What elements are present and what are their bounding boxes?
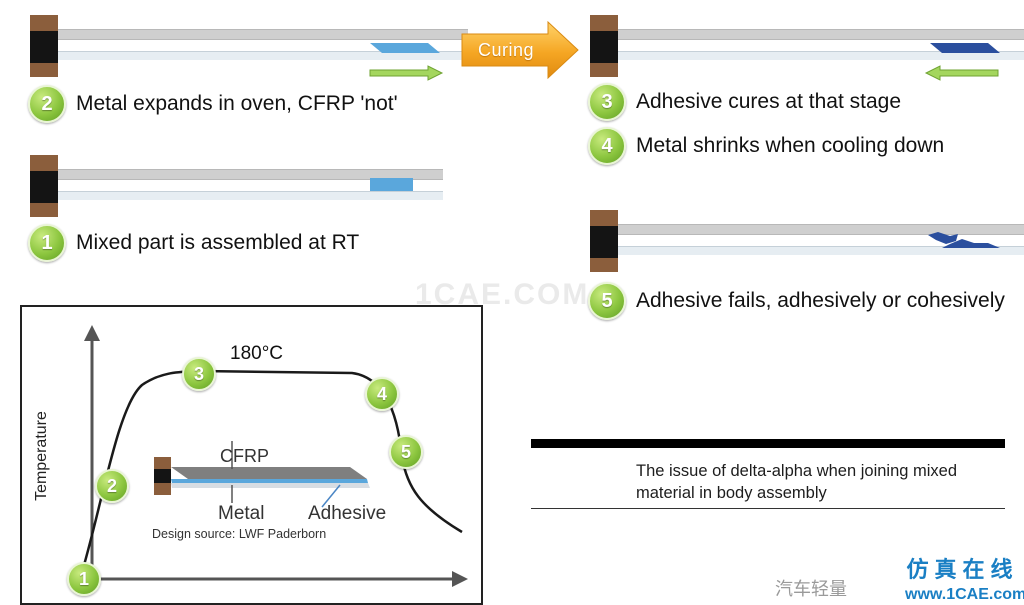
account-name: 汽车轻量 — [775, 579, 847, 600]
caption-bar — [531, 439, 1005, 448]
site-logo: 仿真在线 www.1CAE.com — [905, 552, 1024, 604]
curve-point-5: 5 — [389, 435, 423, 469]
caption-rule — [531, 508, 1005, 509]
inset-metal-sheet — [171, 483, 370, 488]
adhesive-leader — [321, 484, 341, 508]
y-axis-arrow-icon — [84, 325, 100, 341]
step-2-text: Metal expands in oven, CFRP 'not' — [76, 92, 398, 115]
step-5-badge: 5 — [588, 282, 626, 320]
inset-adhesive — [171, 479, 368, 483]
step-5-text: Adhesive fails, adhesively or cohesively — [636, 289, 1005, 312]
curing-arrow-icon — [461, 20, 579, 80]
step-4-text: Metal shrinks when cooling down — [636, 134, 945, 157]
curve-point-4: 4 — [365, 377, 399, 411]
shrink-arrow-left-icon — [924, 65, 999, 81]
x-axis-arrow-icon — [452, 571, 468, 587]
step-2-badge: 2 — [28, 85, 66, 123]
adhesive-rt — [370, 178, 413, 191]
temperature-chart: Temperature 180°C 3 4 5 2 1 CFRP Metal A… — [20, 305, 483, 605]
inset-clamp-top — [154, 457, 171, 469]
inset-clamp-mid — [154, 469, 171, 483]
design-source: Design source: LWF Paderborn — [152, 527, 327, 541]
step-2: 2 Metal expands in oven, CFRP 'not' — [28, 85, 398, 123]
step-1-text: Mixed part is assembled at RT — [76, 231, 360, 254]
step-1: 1 Mixed part is assembled at RT — [28, 224, 359, 262]
inset-clamp-bot — [154, 483, 171, 495]
curing-label: Curing — [478, 40, 535, 60]
curve-point-1: 1 — [67, 562, 101, 596]
curing-arrow: Curing — [460, 20, 580, 80]
inset-cfrp-label: CFRP — [220, 446, 269, 466]
step-4: 4 Metal shrinks when cooling down — [588, 127, 944, 165]
y-axis-label: Temperature — [33, 411, 50, 501]
adhesive-cured — [930, 43, 1000, 53]
adhesive-failed — [928, 232, 1000, 248]
inset-metal-label: Metal — [218, 503, 265, 524]
peak-label: 180°C — [230, 343, 284, 364]
site-url: www.1CAE.com — [905, 586, 1024, 603]
curve-point-3: 3 — [182, 357, 216, 391]
expand-arrow-right-icon — [369, 65, 444, 81]
step-3-text: Adhesive cures at that stage — [636, 90, 901, 113]
inset-cfrp-sheet — [171, 467, 367, 479]
inset-adhesive-label: Adhesive — [308, 503, 387, 524]
step-3: 3 Adhesive cures at that stage — [588, 83, 901, 121]
caption-text: The issue of delta-alpha when joining mi… — [636, 462, 958, 502]
step-3-badge: 3 — [588, 83, 626, 121]
curve-point-2: 2 — [95, 469, 129, 503]
adhesive-stretched — [370, 43, 440, 53]
site-cn: 仿真在线 — [906, 558, 1019, 583]
temperature-chart-svg — [78, 325, 468, 587]
step-5: 5 Adhesive fails, adhesively or cohesive… — [588, 282, 1005, 320]
step-1-badge: 1 — [28, 224, 66, 262]
step-4-badge: 4 — [588, 127, 626, 165]
